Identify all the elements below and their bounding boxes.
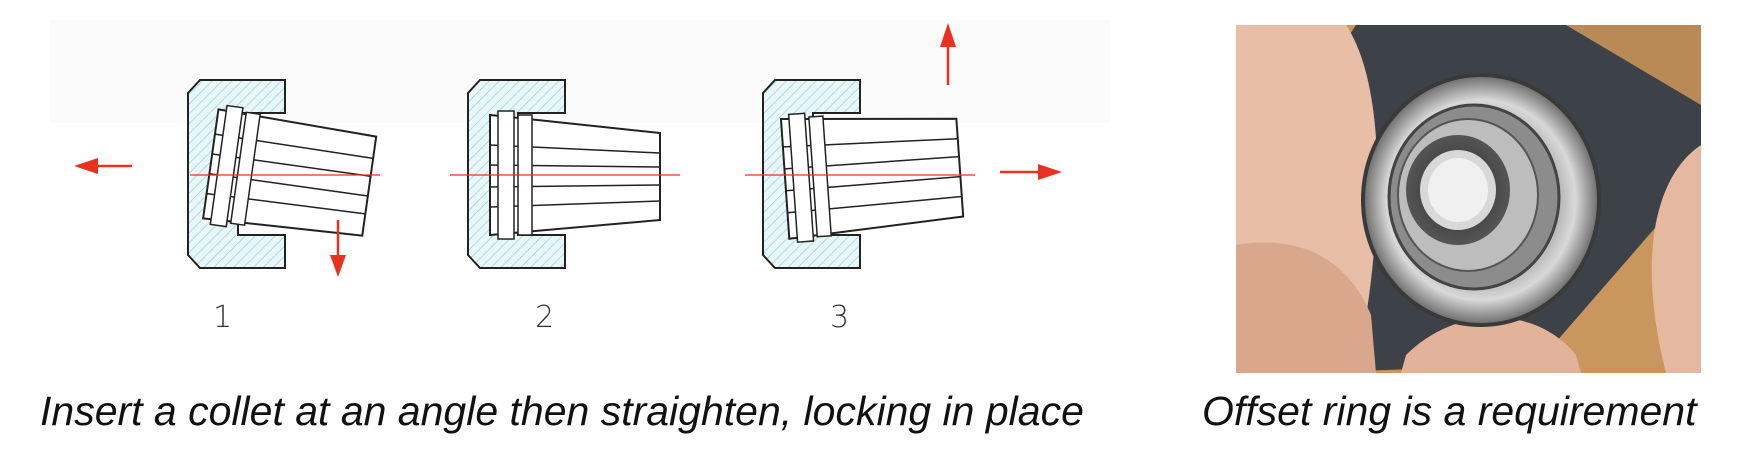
step-3-right-arrow xyxy=(1000,164,1062,180)
left-caption: Insert a collet at an angle then straigh… xyxy=(40,388,1084,434)
step-3-drawing xyxy=(745,23,1062,269)
step-1-label: 1 xyxy=(213,300,233,335)
step-1-left-arrow xyxy=(74,158,132,174)
step-1-drawing xyxy=(74,79,380,277)
collet-insertion-diagram xyxy=(50,20,1110,277)
step-3-collet xyxy=(779,112,965,243)
step-3-up-arrow xyxy=(940,23,956,85)
right-caption: Offset ring is a requirement xyxy=(1202,388,1697,434)
offset-ring-photo xyxy=(1236,25,1701,373)
step-3-label: 3 xyxy=(830,300,850,335)
step-1-collet xyxy=(201,104,378,237)
step-2-label: 2 xyxy=(535,300,555,335)
step-2-drawing xyxy=(450,79,680,269)
step-1-down-arrow xyxy=(330,220,346,277)
